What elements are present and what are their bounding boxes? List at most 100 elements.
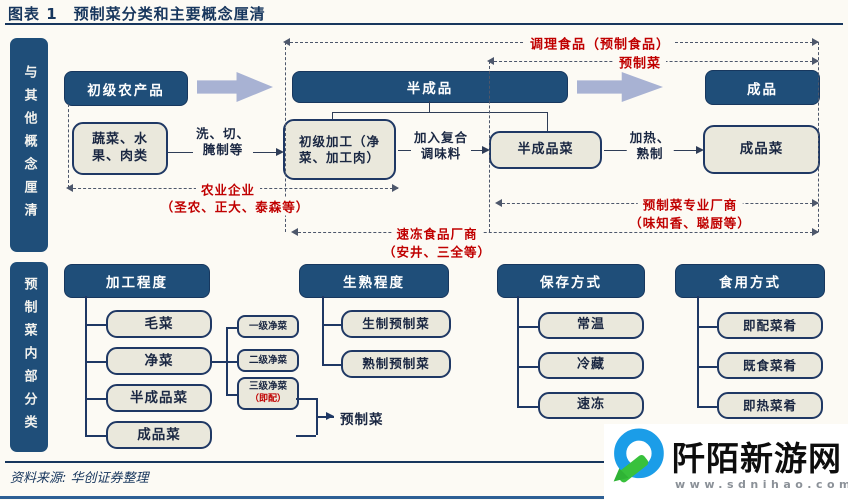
flow-big-arrow-icon — [577, 72, 663, 102]
label-line: 洗、切、 — [195, 125, 251, 141]
process-box-finished-dish: 成品菜 — [703, 125, 820, 174]
figure-title: 图表 1 预制菜分类和主要概念厘清 — [8, 5, 266, 23]
tree-item: 即热菜肴 — [717, 392, 823, 419]
brace-label-premade-dish: 预制菜 — [340, 412, 384, 428]
stage-box-finished: 成品 — [705, 70, 820, 105]
process-box-semi-finished-dish-label: 半成品菜 — [517, 141, 574, 157]
tree-subitem-note: （即配） — [249, 394, 286, 405]
tree-item: 净菜 — [106, 347, 212, 375]
arrowhead-icon — [696, 146, 704, 154]
tree-branch — [85, 361, 106, 363]
tree-item-label: 既食菜肴 — [742, 357, 797, 373]
tree-subitem-label: 三级净菜（即配） — [249, 381, 287, 405]
tree-trunk — [322, 296, 324, 364]
arrowhead-icon — [482, 146, 490, 154]
stage-box-semi-finished-label: 半成品 — [406, 81, 454, 97]
flow-big-arrow-icon — [197, 72, 273, 102]
bracket-label-conditioned-food: 调理食品（预制食品） — [524, 33, 676, 53]
tree-branch — [226, 361, 237, 363]
tree-trunk — [226, 327, 228, 394]
brace-segment — [296, 398, 316, 400]
sidebar-other-concepts: 与其他概念厘清 — [10, 38, 48, 252]
category-header-label: 保存方式 — [540, 275, 602, 291]
sidebar-internal-classification: 预制菜内部分类 — [10, 262, 48, 452]
bracket-label-specialist: 预制菜专业厂商 — [637, 194, 743, 214]
connector-line — [429, 101, 430, 112]
tree-branch — [517, 366, 538, 368]
tree-subitem-text: 三级净菜 — [248, 381, 287, 393]
label-line: 熟制 — [636, 146, 664, 161]
tree-subitem: 三级净菜（即配） — [237, 377, 299, 410]
sidebar-other-concepts-label: 与其他概念厘清 — [21, 64, 37, 226]
footer-divider — [5, 461, 843, 463]
arrowhead-icon — [392, 184, 399, 192]
arrowhead-icon — [283, 38, 290, 46]
tree-item-label: 熟制预制菜 — [362, 356, 430, 372]
watermark: 阡陌新游网 www.sdnihao.com — [604, 424, 848, 500]
label-line: 加热、 — [629, 129, 671, 145]
bracket-line-vertical — [285, 42, 286, 232]
title-divider — [5, 23, 843, 25]
category-header-label: 生熟程度 — [343, 275, 405, 291]
category-header-storage-method: 保存方式 — [497, 264, 645, 298]
process-box-finished-dish-label: 成品菜 — [739, 141, 784, 158]
tree-branch — [322, 364, 341, 366]
tree-item: 冷藏 — [538, 352, 644, 379]
tree-item-label: 速冻 — [576, 397, 605, 413]
tree-item: 毛菜 — [106, 310, 212, 338]
process-arrow-wash-label: 洗、切、 腌制等 — [192, 125, 254, 159]
process-box-semi-finished-dish: 半成品菜 — [489, 131, 602, 169]
arrowhead-icon — [66, 184, 73, 192]
arrowhead-icon — [291, 228, 298, 236]
arrowhead-icon — [812, 57, 819, 65]
watermark-site-name: 阡陌新游网 — [672, 439, 842, 478]
tree-branch — [517, 406, 538, 408]
bracket-line-frozen-food — [293, 232, 818, 233]
process-box-vegetables: 蔬菜、水果、肉类 — [72, 122, 168, 175]
tree-branch — [85, 435, 106, 437]
stage-box-raw-produce: 初级农产品 — [64, 71, 188, 106]
tree-subitem-label: 二级净菜 — [248, 354, 287, 366]
label-line: 加入复合 — [413, 129, 469, 145]
sidebar-internal-classification-label: 预制菜内部分类 — [21, 276, 37, 438]
tree-branch — [85, 398, 106, 400]
tree-item-label: 半成品菜 — [130, 389, 188, 406]
process-box-primary-processing: 初级加工（净菜、加工肉） — [283, 119, 396, 180]
tree-subitem: 一级净菜 — [237, 315, 299, 338]
tree-branch — [322, 324, 341, 326]
tree-trunk — [517, 296, 519, 406]
brace-segment — [316, 416, 334, 418]
bracket-label-specialist-examples: （味知香、聪厨等） — [624, 212, 756, 232]
connector-line — [332, 112, 333, 120]
tree-branch — [212, 361, 226, 363]
process-box-primary-processing-label: 初级加工（净菜、加工肉） — [298, 133, 380, 165]
category-header-processing-degree: 加工程度 — [64, 264, 210, 298]
watermark-logo-icon — [613, 428, 664, 483]
connector-line — [547, 112, 548, 131]
bracket-label-frozen-food: 速冻食品厂商 — [391, 223, 483, 243]
category-header-label: 加工程度 — [106, 275, 168, 291]
tree-branch — [226, 394, 237, 396]
arrowhead-icon — [812, 228, 819, 236]
bracket-label-frozen-food-examples: （安井、三全等） — [377, 241, 497, 261]
bracket-line-vertical — [818, 42, 819, 232]
arrowhead-icon — [487, 57, 494, 65]
bottom-border-line — [0, 496, 848, 499]
tree-subitem-label: 一级净菜 — [248, 320, 287, 332]
category-header-eating-method: 食用方式 — [675, 264, 825, 298]
tree-item: 半成品菜 — [106, 384, 212, 412]
process-arrow-seasoning-label: 加入复合 调味料 — [410, 129, 472, 163]
bracket-line-vertical — [489, 61, 490, 232]
tree-branch — [697, 366, 717, 368]
tree-branch — [85, 324, 106, 326]
tree-item: 熟制预制菜 — [341, 350, 451, 378]
arrowhead-icon — [495, 199, 502, 207]
stage-box-finished-label: 成品 — [747, 81, 778, 98]
arrowhead-icon — [812, 38, 819, 46]
tree-branch — [226, 327, 237, 329]
tree-item-label: 即热菜肴 — [742, 397, 797, 413]
tree-item: 既食菜肴 — [717, 352, 823, 379]
tree-branch — [517, 326, 538, 328]
bracket-label-agriculture-examples: （圣农、正大、泰森等） — [155, 196, 315, 216]
